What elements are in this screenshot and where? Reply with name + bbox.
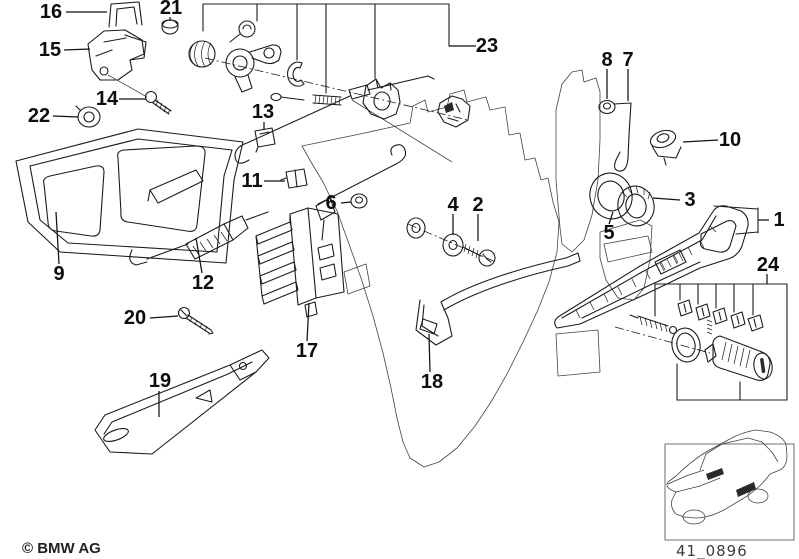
part-10-drawing [649, 129, 682, 166]
leader-line-6 [340, 201, 352, 204]
part-label-21[interactable]: 21 [160, 0, 182, 19]
part-label-12[interactable]: 12 [192, 272, 214, 294]
part-label-1[interactable]: 1 [773, 209, 784, 231]
leader-line-12 [195, 237, 203, 274]
copyright-text: © BMW AG [22, 540, 101, 557]
part-19-drawing [94, 349, 270, 455]
part-label-16[interactable]: 16 [40, 1, 62, 23]
part-15-drawing [87, 29, 148, 98]
part-label-13[interactable]: 13 [252, 101, 274, 123]
part-1-drawing [554, 205, 759, 329]
part-label-24[interactable]: 24 [757, 254, 780, 276]
diagram-code-text: 41_0896 [676, 542, 748, 559]
rear-door-handle-mark [736, 482, 756, 497]
leader-lines-layer [52, 11, 769, 417]
part-9-drawing [15, 128, 244, 264]
leader-line-18 [428, 333, 431, 373]
part-label-15[interactable]: 15 [39, 39, 61, 61]
leader-line-9 [55, 211, 60, 265]
car-location-inset [664, 429, 795, 541]
part-17-drawing [255, 197, 345, 318]
part-20-drawing [177, 306, 214, 335]
leader-line-10 [682, 139, 719, 143]
leader-line-22 [52, 115, 79, 118]
part-label-23[interactable]: 23 [476, 35, 498, 57]
leader-line-20 [149, 315, 179, 319]
part-label-2[interactable]: 2 [472, 194, 483, 216]
part-label-14[interactable]: 14 [96, 88, 119, 110]
part-label-20[interactable]: 20 [124, 307, 146, 329]
part-label-6[interactable]: 6 [325, 192, 336, 214]
part-21-drawing [161, 19, 179, 35]
part-13-drawing [254, 127, 276, 153]
part-6-drawing [350, 193, 368, 209]
part-label-8[interactable]: 8 [601, 49, 612, 71]
part-label-4[interactable]: 4 [447, 194, 459, 216]
part-5-drawing [589, 172, 633, 220]
part-label-18[interactable]: 18 [421, 371, 443, 393]
part-23-group-drawing [188, 3, 471, 128]
part-label-19[interactable]: 19 [149, 370, 171, 392]
part-14-drawing [144, 90, 172, 115]
part-24-group-drawing [614, 283, 788, 401]
door-panel-backdrop [301, 69, 653, 468]
part-3-drawing [617, 185, 655, 227]
part-label-7[interactable]: 7 [622, 49, 633, 71]
leader-line-5 [608, 211, 614, 225]
part-label-10[interactable]: 10 [719, 129, 741, 151]
front-door-handle-mark [706, 468, 724, 480]
part-label-9[interactable]: 9 [53, 263, 64, 285]
leader-line-3 [652, 197, 681, 201]
part-2-drawing [407, 223, 497, 267]
part-12-drawing [129, 211, 269, 266]
part-label-11[interactable]: 11 [241, 170, 262, 192]
part-label-3[interactable]: 3 [684, 189, 695, 211]
part-16-drawing [108, 1, 143, 28]
part-label-22[interactable]: 22 [28, 105, 50, 127]
part-11-drawing [280, 168, 308, 189]
part-8-drawing [598, 99, 616, 115]
leader-line-17 [306, 302, 310, 342]
part-18-drawing [415, 252, 581, 346]
part-label-5[interactable]: 5 [603, 222, 614, 244]
lock-rods-drawing [234, 75, 435, 205]
part-4-drawing [406, 217, 464, 257]
leader-line-15 [63, 48, 91, 51]
part-7-drawing [613, 102, 632, 172]
part-label-17[interactable]: 17 [296, 340, 318, 362]
